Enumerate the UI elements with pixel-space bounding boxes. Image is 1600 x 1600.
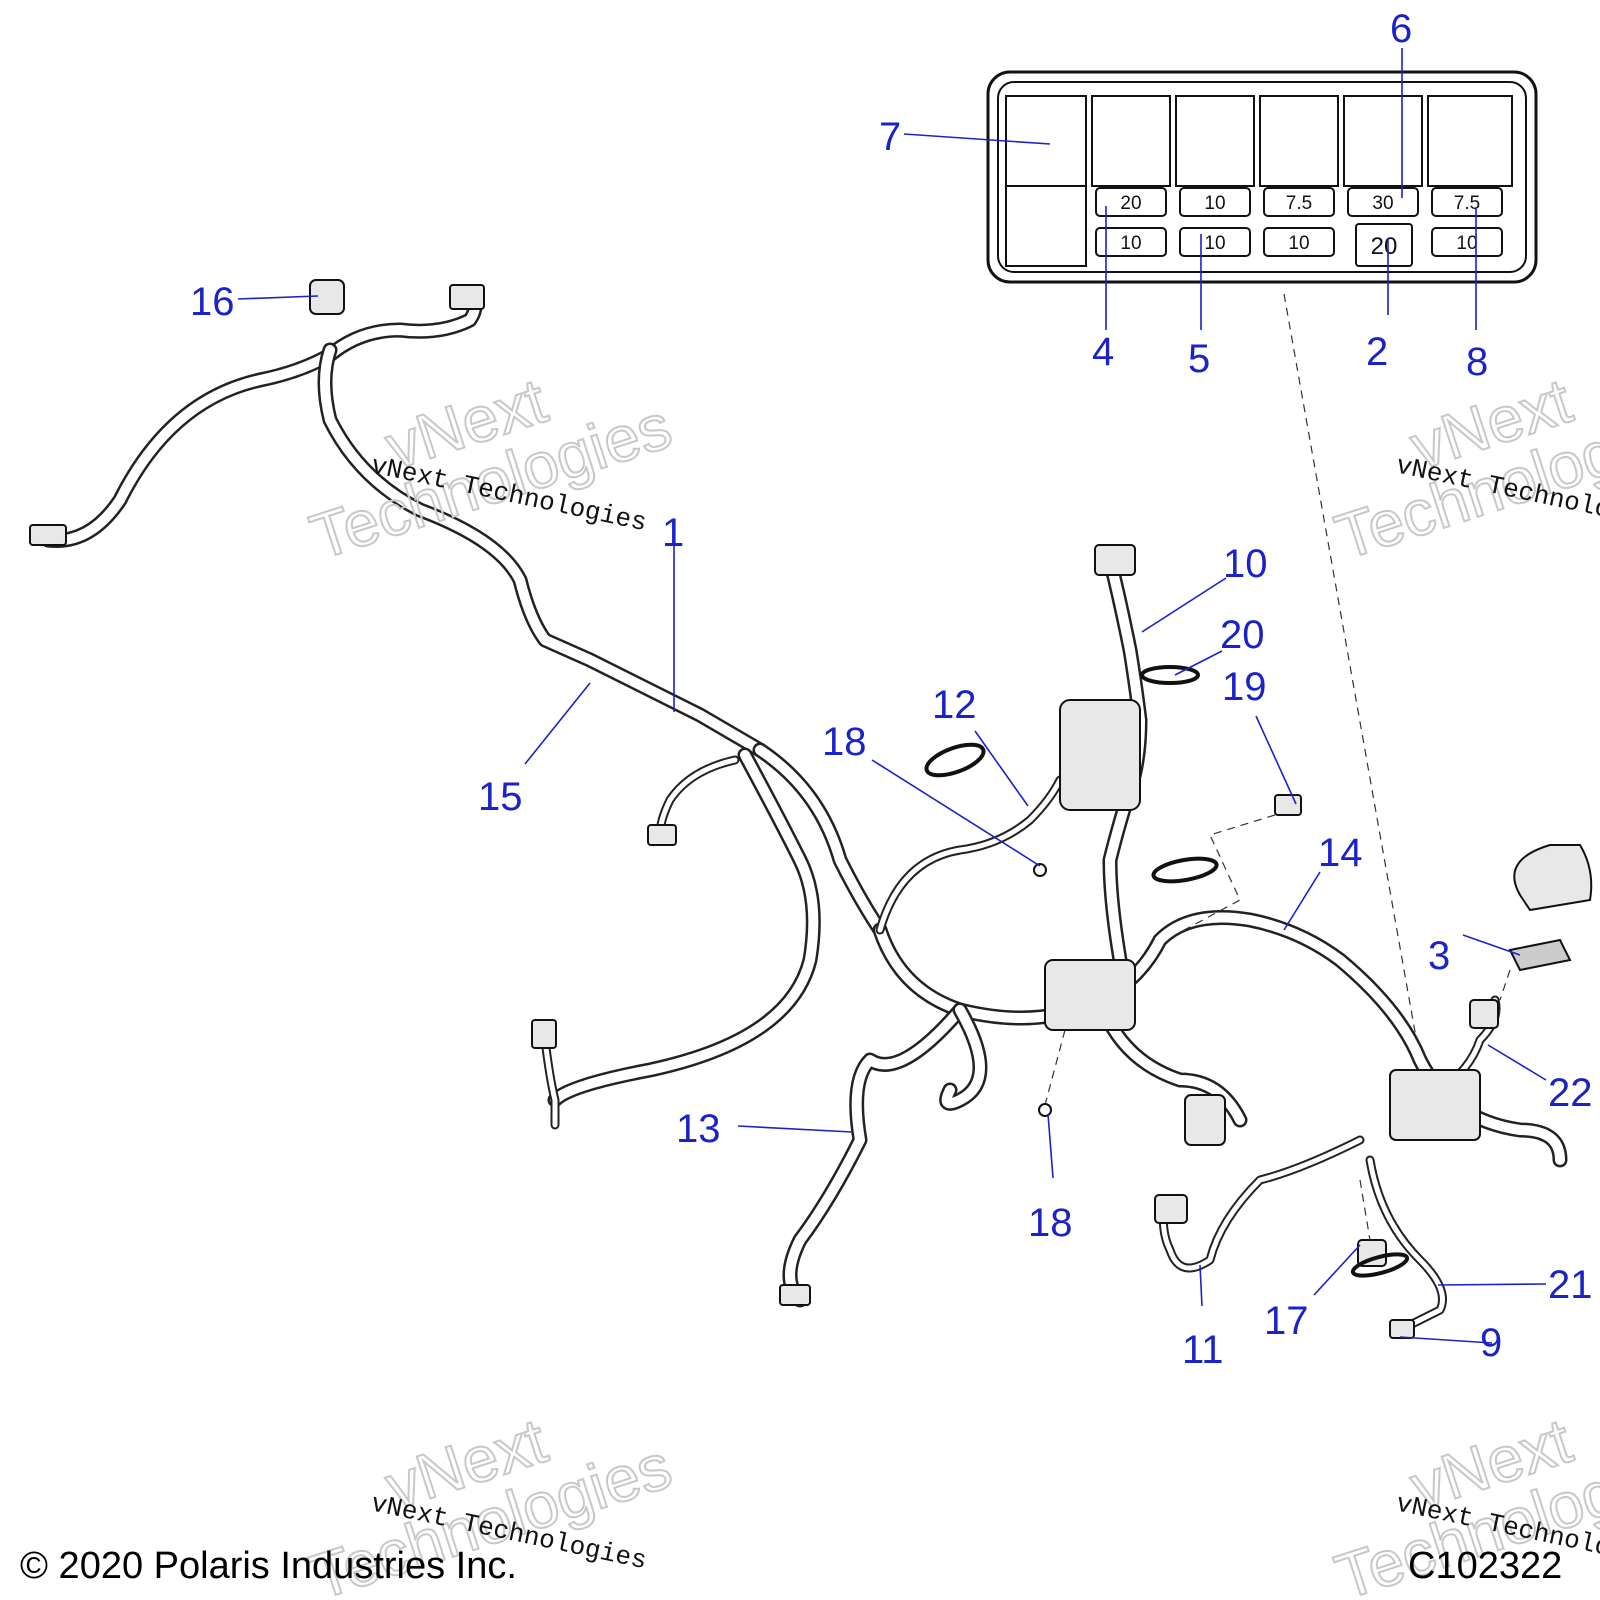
fuse-box-reference-line [1283,293,1421,1061]
callout-labels: 1 2 3 4 5 6 7 8 9 10 11 12 13 14 15 16 1… [190,7,1593,1372]
callout-18-upper: 18 [822,720,867,764]
callout-21: 21 [1548,1263,1593,1307]
callout-17: 17 [1264,1299,1309,1343]
callout-14: 14 [1318,831,1363,875]
callout-4: 4 [1092,330,1114,374]
wiring-harness [29,279,1593,1339]
fuse-top-4: 30 [1347,187,1419,217]
callout-16: 16 [190,280,235,324]
callout-9: 9 [1480,1321,1502,1365]
fuse-bottom-4-large: 20 [1355,223,1413,267]
fuse-bottom-5: 10 [1431,227,1503,257]
figure-id: C102322 [1408,1545,1562,1587]
fuse-bottom-3: 10 [1263,227,1335,257]
fuse-top-5: 7.5 [1431,187,1503,217]
callout-6: 6 [1390,7,1412,51]
callout-8: 8 [1466,340,1488,384]
fuse-top-1: 20 [1095,187,1167,217]
fuse-bottom-2-rating: 10 [1204,233,1225,254]
callout-2: 2 [1366,330,1388,374]
fuse-bottom-3-rating: 10 [1288,233,1309,254]
fuse-top-2-rating: 10 [1204,193,1225,214]
fuse-top-1-rating: 20 [1120,193,1141,214]
fuse-top-3-rating: 7.5 [1286,193,1312,214]
fuse-top-4-rating: 30 [1372,193,1393,214]
callout-19: 19 [1222,665,1267,709]
fuse-bottom-2: 10 [1179,227,1251,257]
callout-22: 22 [1548,1071,1593,1115]
callout-13: 13 [676,1107,721,1151]
fuse-top-2: 10 [1179,187,1251,217]
callout-1: 1 [662,511,684,555]
fuse-top-5-rating: 7.5 [1454,193,1480,214]
callout-10: 10 [1223,542,1268,586]
fuse-bottom-1-rating: 10 [1120,233,1141,254]
fuse-top-3: 7.5 [1263,187,1335,217]
fuse-bottom-4-rating: 20 [1371,233,1398,260]
callout-12: 12 [932,683,977,727]
callout-18-lower: 18 [1028,1201,1073,1245]
fuse-box-inset: 20 10 7.5 30 7.5 10 10 10 [986,70,1538,284]
callout-leaders [237,48,1547,1344]
callout-7: 7 [879,115,901,159]
copyright-text: © 2020 Polaris Industries Inc. [20,1545,517,1587]
fuse-bottom-1: 10 [1095,227,1167,257]
callout-11: 11 [1182,1328,1224,1372]
callout-3: 3 [1428,934,1450,978]
callout-15: 15 [478,775,523,819]
callout-20: 20 [1220,613,1265,657]
callout-5: 5 [1188,337,1210,381]
fuse-bottom-5-rating: 10 [1456,233,1477,254]
